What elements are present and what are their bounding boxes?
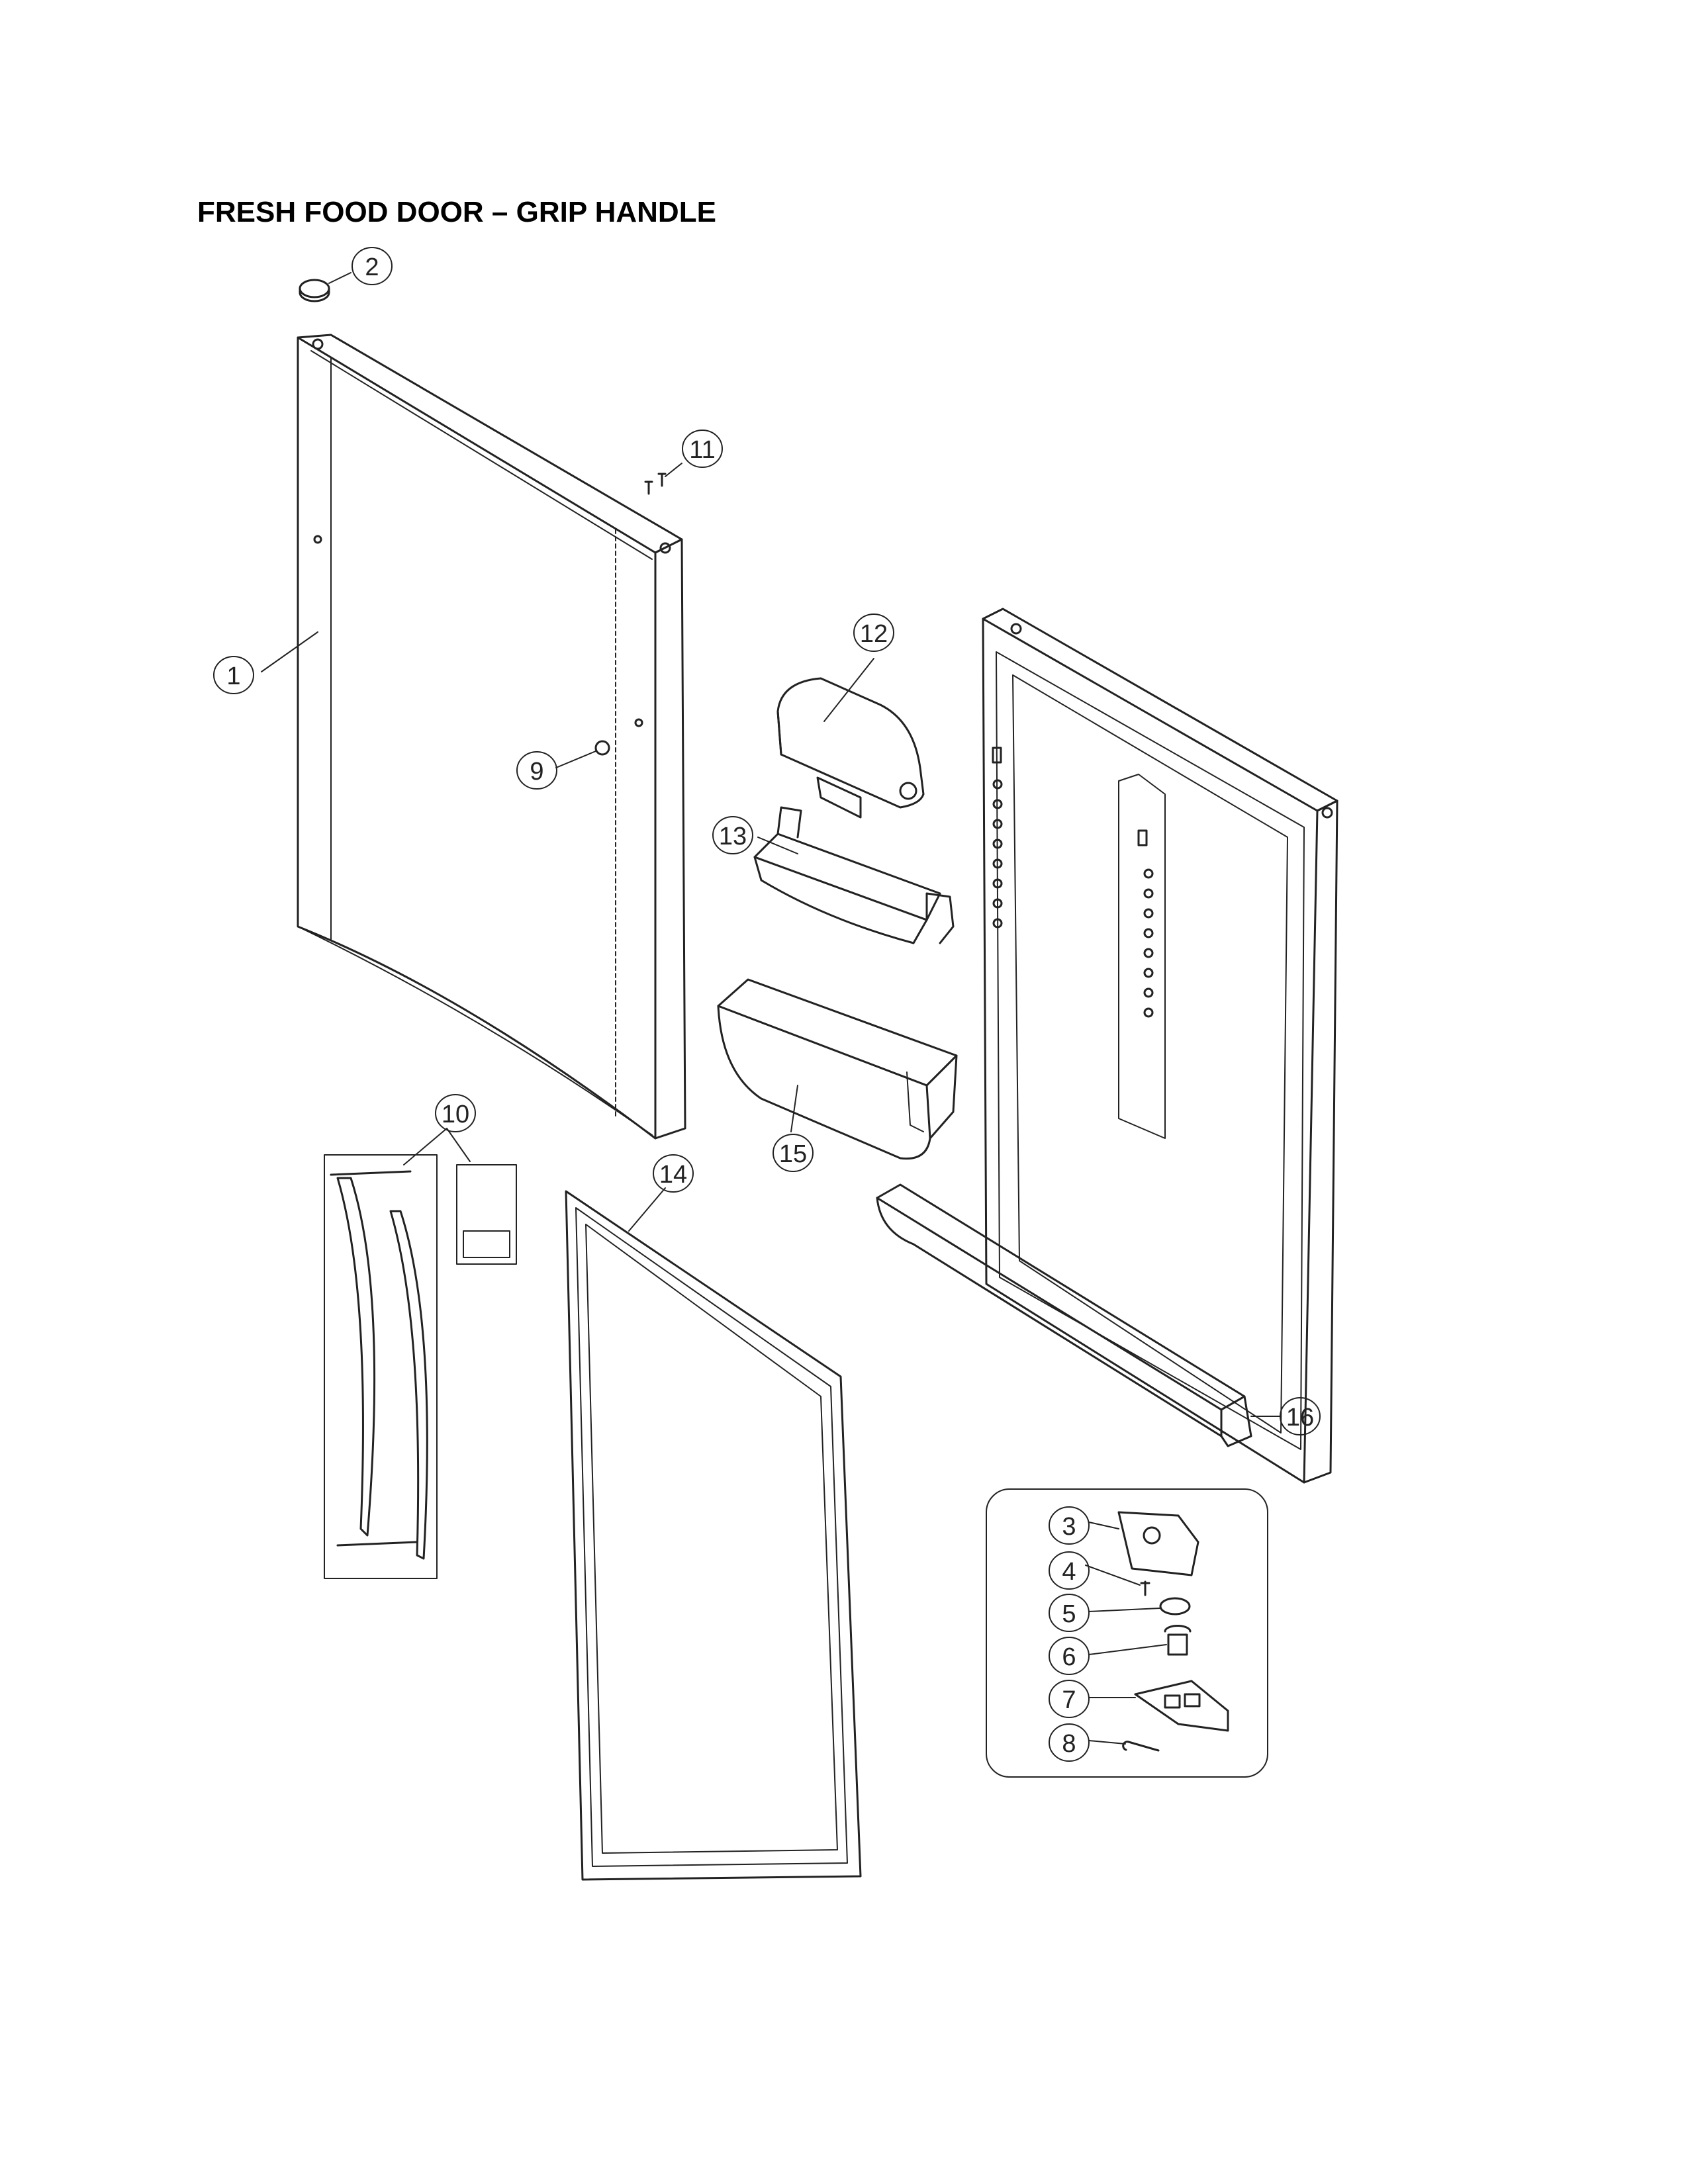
callout-8: 8 bbox=[1062, 1730, 1076, 1758]
callout-1: 1 bbox=[226, 662, 240, 690]
callout-12: 12 bbox=[860, 620, 888, 648]
callout-2: 2 bbox=[365, 253, 379, 281]
part-9-plug bbox=[555, 740, 610, 768]
callout-3: 3 bbox=[1062, 1513, 1076, 1541]
callout-13: 13 bbox=[719, 823, 747, 850]
callout-16: 16 bbox=[1286, 1404, 1314, 1432]
diagram-title: FRESH FOOD DOOR – GRIP HANDLE bbox=[197, 196, 716, 228]
callout-6: 6 bbox=[1062, 1643, 1076, 1671]
part-14-gasket bbox=[565, 1187, 862, 1881]
part-13-dairy-bin bbox=[753, 806, 955, 944]
part-8-bolt bbox=[1122, 1741, 1160, 1752]
callout-7: 7 bbox=[1062, 1686, 1076, 1714]
door-liner bbox=[982, 608, 1338, 1484]
part-12-dairy-cover bbox=[776, 658, 925, 819]
callout-labels: 2 1 9 11 12 13 15 10 14 16 3 4 5 6 7 8 bbox=[226, 253, 1314, 1758]
part-6-bushing bbox=[1164, 1625, 1192, 1656]
callout-4: 4 bbox=[1062, 1558, 1076, 1586]
callout-11: 11 bbox=[689, 436, 715, 464]
callout-5: 5 bbox=[1062, 1600, 1076, 1628]
part-10-handle-kit bbox=[324, 1128, 517, 1579]
part-7-hinge-bracket bbox=[1134, 1680, 1229, 1732]
part-5-washer bbox=[1159, 1597, 1191, 1615]
part-15-door-bin bbox=[717, 978, 958, 1160]
callout-14: 14 bbox=[659, 1161, 687, 1189]
callout-10: 10 bbox=[442, 1101, 469, 1128]
part-16-door-shelf bbox=[876, 1183, 1282, 1447]
part-3-hinge-plate bbox=[1117, 1511, 1199, 1576]
hinge-detail-group bbox=[986, 1488, 1268, 1778]
part-4-screw bbox=[1140, 1580, 1150, 1596]
part-1-door-panel bbox=[261, 334, 686, 1140]
part-2-cap bbox=[299, 272, 352, 302]
part-11-screws bbox=[644, 463, 682, 495]
callout-9: 9 bbox=[530, 758, 543, 786]
callout-15: 15 bbox=[779, 1140, 807, 1168]
callout-circles bbox=[213, 247, 1321, 1762]
